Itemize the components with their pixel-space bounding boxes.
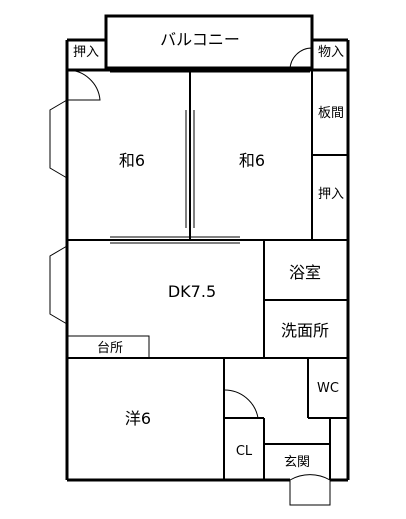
label-washroom: 洗面所 <box>281 321 329 340</box>
label-dk: DK7.5 <box>168 282 216 301</box>
label-closet: CL <box>236 444 253 459</box>
label-washitsu-right: 和6 <box>239 151 265 170</box>
sliding-doors <box>110 67 310 244</box>
label-washitsu-left: 和6 <box>119 151 145 170</box>
outer-walls <box>65 38 350 482</box>
label-itama: 板間 <box>318 106 344 121</box>
label-entrance: 玄関 <box>284 455 310 470</box>
label-oshiire-left: 押入 <box>73 45 99 60</box>
label-wc: WC <box>317 381 339 396</box>
door-swings <box>66 47 331 506</box>
label-oshiire-right: 押入 <box>318 187 344 202</box>
room-labels: バルコニー 押入 物入 和6 和6 板間 押入 DK7.5 浴室 洗面所 台所 … <box>73 30 344 470</box>
label-kitchen: 台所 <box>97 341 123 356</box>
windows <box>49 99 68 440</box>
label-monoire: 物入 <box>318 45 344 60</box>
kitchen-counter <box>66 335 150 359</box>
label-balcony: バルコニー <box>160 30 240 49</box>
label-yoshitsu: 洋6 <box>125 409 151 428</box>
interior-walls <box>67 70 348 480</box>
label-bath: 浴室 <box>289 263 321 282</box>
